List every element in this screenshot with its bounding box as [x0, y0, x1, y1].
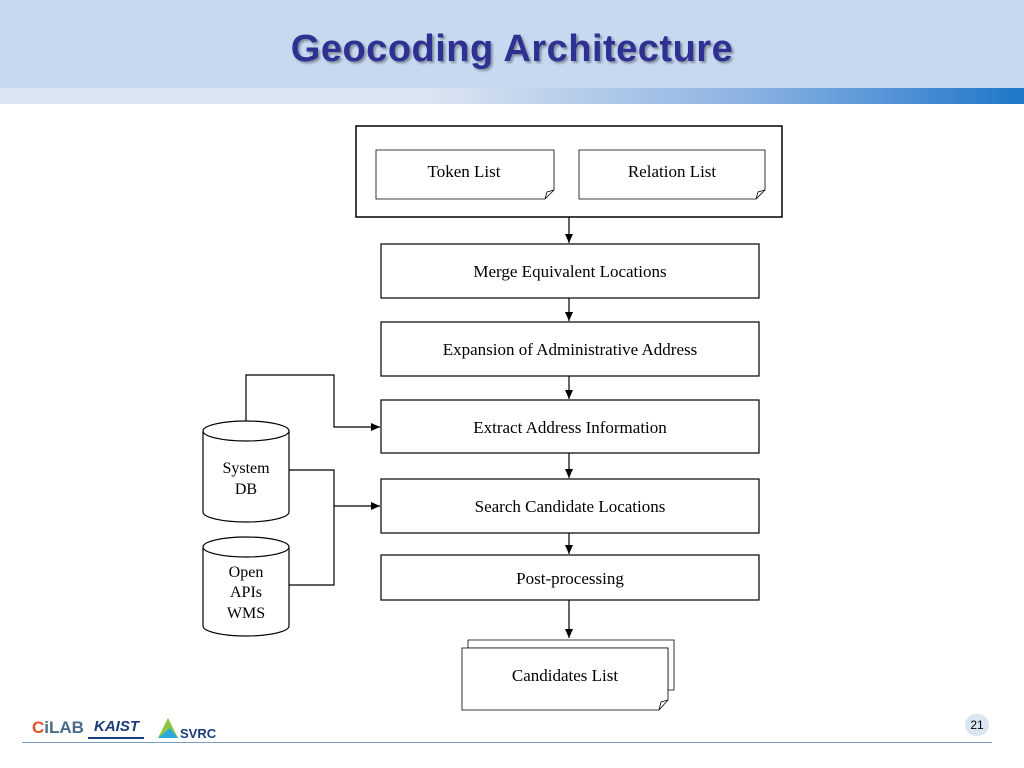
open-apis-label-line3: WMS	[227, 605, 265, 622]
merge-label: Merge Equivalent Locations	[473, 262, 666, 281]
extract-label: Extract Address Information	[473, 418, 667, 437]
extract-node	[380, 399, 760, 454]
svrc-logo: SVRC	[180, 726, 217, 741]
candidates-list-node: Candidates List	[461, 639, 675, 711]
cilab-logo-prefix: C	[32, 718, 45, 737]
cilab-logo: CiLAB	[32, 718, 84, 738]
page-number: 21	[965, 714, 989, 736]
postprocess-node	[380, 554, 760, 601]
header-band	[0, 0, 1024, 88]
cilab-logo-rest: iLAB	[44, 718, 84, 737]
relation-list-label: Relation List	[628, 162, 717, 181]
candidates-list-label: Candidates List	[512, 666, 619, 685]
merge-node	[380, 243, 760, 299]
search-label: Search Candidate Locations	[475, 497, 666, 516]
token-list-label: Token List	[428, 162, 501, 181]
postprocess-label: Post-processing	[516, 569, 624, 588]
token-list-node: Token List	[375, 149, 555, 200]
connector-db-to-extract	[245, 374, 380, 431]
header-stripe	[0, 88, 1024, 104]
system-db-label-line1: System	[222, 460, 270, 477]
system-db-cylinder: System DB	[202, 420, 290, 523]
footer-divider	[22, 742, 992, 743]
search-node	[380, 478, 760, 534]
expansion-node	[380, 321, 760, 377]
expansion-label: Expansion of Administrative Address	[443, 340, 698, 359]
open-apis-cylinder: Open APIs WMS	[202, 536, 290, 637]
kaist-logo: KAIST	[94, 718, 139, 735]
relation-list-node: Relation List	[578, 149, 766, 200]
open-apis-label-line1: Open	[229, 564, 264, 581]
svrc-mark-icon	[158, 718, 178, 738]
slide-title: Geocoding Architecture	[290, 28, 734, 70]
system-db-label-line2: DB	[235, 481, 257, 498]
open-apis-label-line2: APIs	[230, 584, 262, 601]
connector-db-to-search	[289, 469, 335, 586]
kaist-logo-underline	[88, 737, 144, 739]
